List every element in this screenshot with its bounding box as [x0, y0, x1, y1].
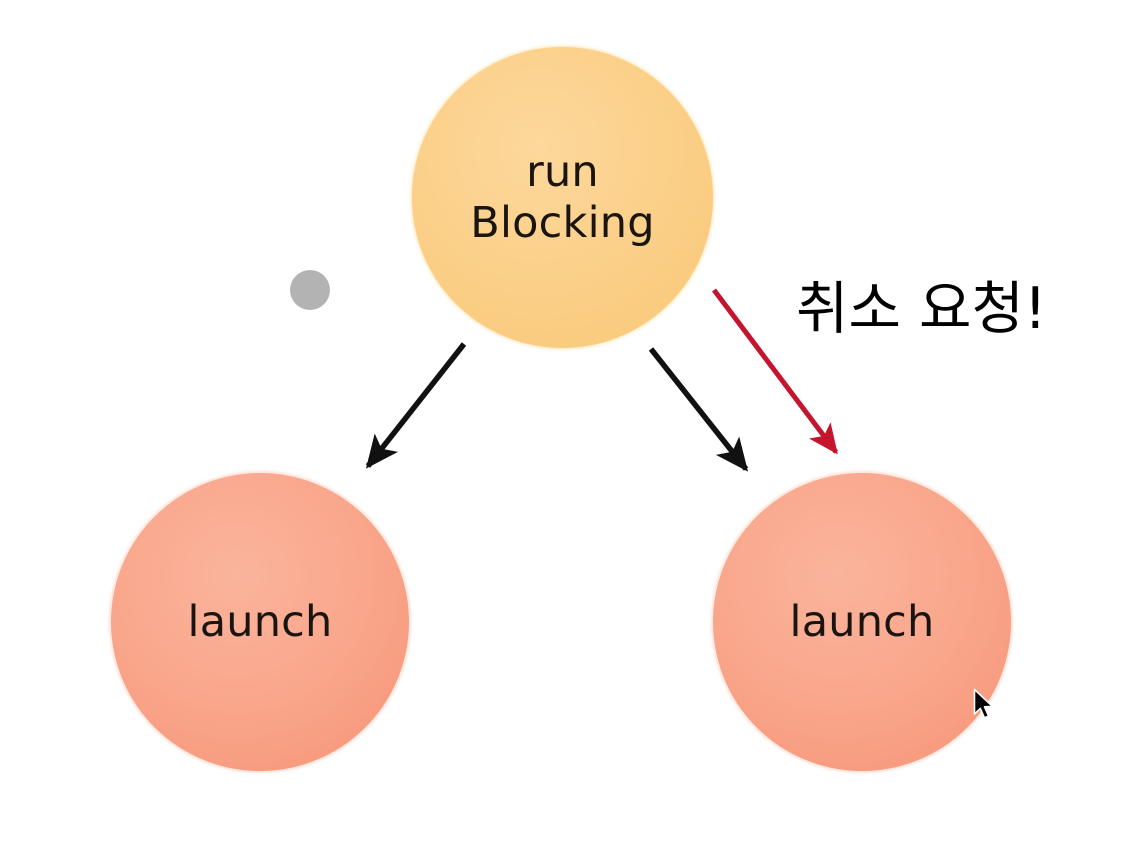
node-launch-right-label: launch	[789, 596, 935, 647]
node-runblocking-label: run Blocking	[470, 146, 655, 248]
mouse-cursor-icon	[973, 688, 994, 719]
edge-runblocking-to-launch-right	[648, 347, 749, 472]
cancel-request-annotation: 취소 요청!	[796, 276, 1047, 342]
node-launch-right: launch	[712, 472, 1012, 772]
node-launch-left: launch	[110, 472, 410, 772]
node-launch-left-label: launch	[187, 596, 333, 647]
gray-dot-marker	[290, 270, 330, 310]
edge-runblocking-to-launch-left	[365, 342, 467, 469]
node-runblocking: run Blocking	[411, 46, 714, 349]
